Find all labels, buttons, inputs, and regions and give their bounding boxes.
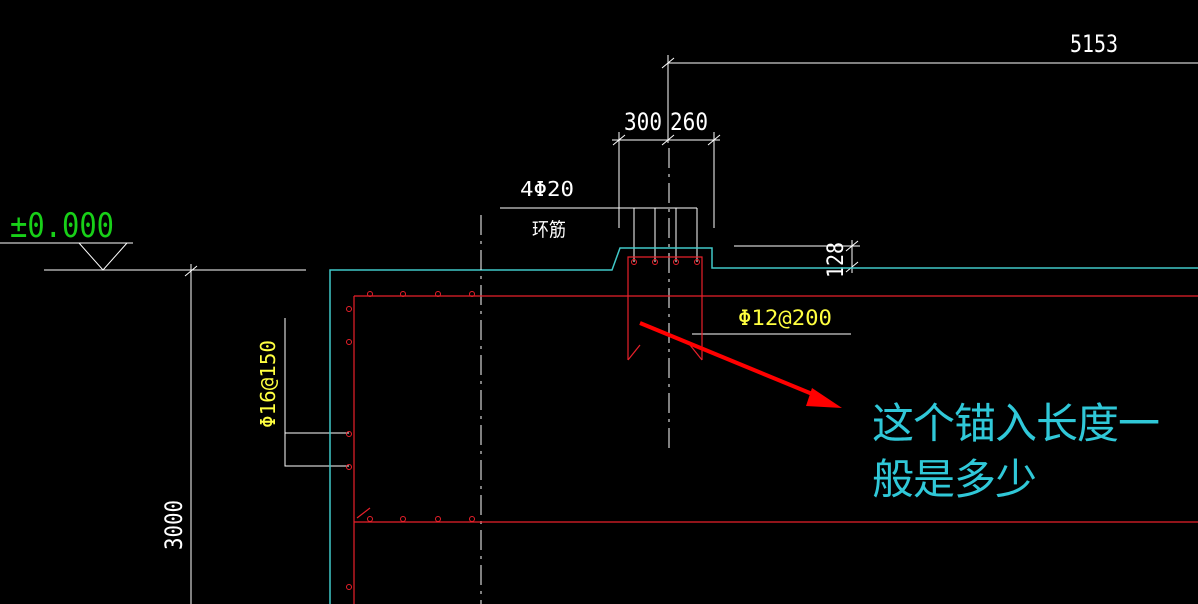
rebar-ring-label: 环筋 — [532, 219, 566, 241]
arrow-pointer-icon — [639, 321, 842, 408]
dim-3000-label: 3000 — [160, 500, 188, 550]
wall-outline — [329, 247, 1198, 604]
dim-260-label: 260 — [670, 108, 708, 136]
dimension-3000 — [184, 264, 198, 604]
elevation-marker — [0, 242, 306, 271]
rebar-4phi20-leader — [500, 207, 698, 262]
rebar-dots — [346, 259, 700, 590]
annotation-line-2: 般是多少 — [872, 455, 1037, 504]
dimension-5153 — [661, 55, 1198, 143]
rebar-phi12-label: Φ12@200 — [738, 306, 832, 330]
dimension-300-260 — [612, 132, 721, 228]
rebar-phi16-leader — [284, 318, 349, 467]
dim-128-label: 128 — [824, 242, 849, 278]
annotation-line-1: 这个锚入长度一 — [872, 399, 1160, 448]
rebar-4phi20-label: 4Φ20 — [520, 177, 574, 201]
dim-300-label: 300 — [624, 108, 662, 136]
rebar-phi16-label: Φ16@150 — [256, 340, 280, 428]
annotation-text: 这个锚入长度一 般是多少 — [872, 396, 1192, 508]
dim-5153-label: 5153 — [1070, 30, 1118, 58]
centerlines — [480, 148, 670, 604]
rebar-lines — [353, 256, 1198, 604]
elevation-label: ±0.000 — [10, 206, 114, 246]
